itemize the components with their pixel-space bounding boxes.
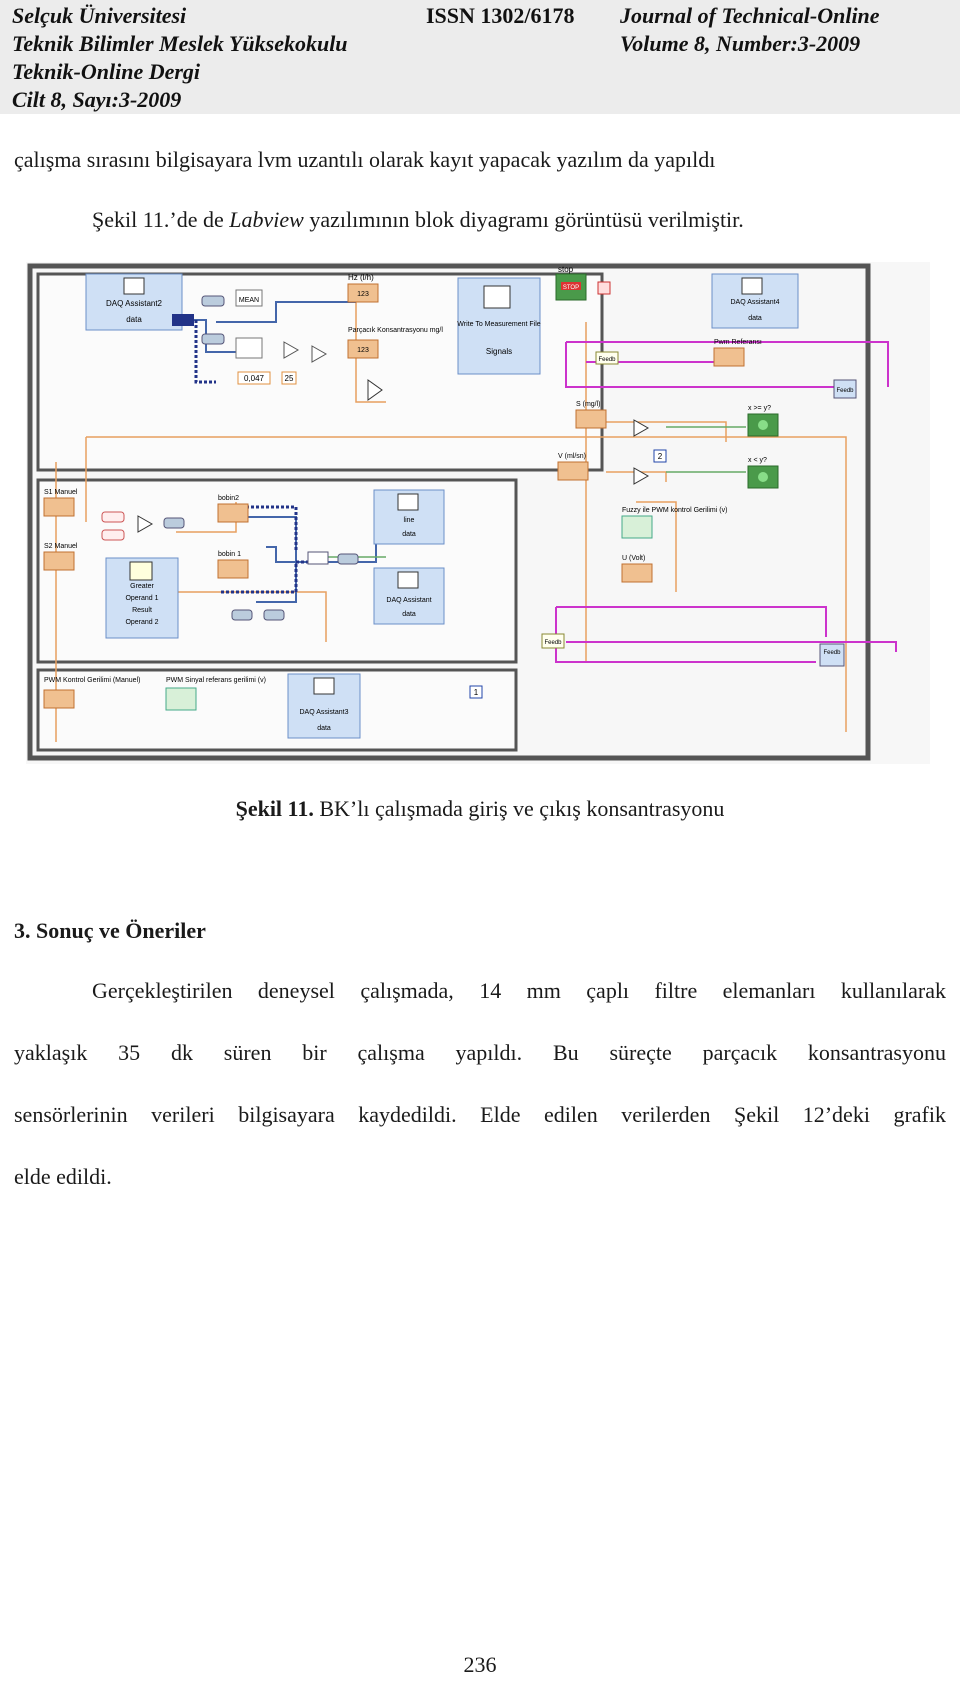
daq-data: data	[402, 611, 416, 618]
daq-title: DAQ Assistant	[386, 597, 431, 604]
stop-label: stop	[558, 265, 574, 274]
pwm-manual-label: PWM Kontrol Gerilimi (Manuel)	[44, 677, 140, 684]
figure-ref-text-end: yazılımının blok diyagramı görüntüsü ver…	[303, 207, 744, 232]
paragraph-line-2: yaklaşık 35 dk süren bir çalışma yapıldı…	[14, 1040, 946, 1065]
result: Result	[132, 607, 152, 614]
outer-while-loop	[27, 263, 871, 761]
figure-ref-labview: Labview	[229, 207, 304, 232]
hz-label: Hz (l/h)	[348, 273, 374, 282]
feedback-3: Feedb	[544, 640, 562, 646]
block-diagram-svg: DAQ Assistant2 data MEAN 0,047 25 Hz (l/…	[26, 262, 930, 764]
frame-bottom	[36, 668, 518, 752]
figure-reference: Şekil 11.’de de Labview yazılımının blok…	[92, 207, 744, 233]
const-1: 1	[474, 688, 479, 697]
const-2: 2	[658, 452, 663, 461]
const-25: 25	[285, 374, 294, 383]
write-signals: Signals	[486, 347, 512, 356]
journal-header: Selçuk Üniversitesi Teknik Bilimler Mesl…	[0, 0, 960, 114]
feedback-1: Feedb	[598, 357, 616, 363]
bobin2-label: bobin2	[218, 495, 239, 502]
s2-label: S2 Manuel	[44, 543, 78, 550]
fuzzy-label: Fuzzy ile PWM kontrol Gerilimi (v)	[622, 507, 727, 514]
s-mgl-label: S (mg/l)	[576, 401, 601, 408]
u-volt-label: U (Volt)	[622, 555, 645, 562]
header-university: Selçuk Üniversitesi	[12, 3, 187, 28]
operand1: Operand 1	[125, 595, 158, 602]
mean-node: MEAN	[239, 297, 259, 304]
section-heading: 3. Sonuç ve Öneriler	[14, 918, 206, 943]
figure-ref-text: Şekil 11.’de de	[92, 207, 230, 232]
v-mlsn-label: V (ml/sn)	[558, 453, 586, 460]
labview-block-diagram: DAQ Assistant2 data MEAN 0,047 25 Hz (l/…	[26, 262, 930, 764]
paragraph-line-1: Gerçekleştirilen deneysel çalışmada, 14 …	[92, 978, 946, 1003]
daq3-data: data	[317, 725, 331, 732]
feedback-2: Feedb	[836, 388, 854, 394]
page-number: 236	[463, 1652, 497, 1677]
figure-caption: Şekil 11. BK’lı çalışmada giriş ve çıkış…	[0, 796, 960, 822]
header-journal-tr: Teknik-Online Dergi	[12, 59, 201, 84]
greater-title: Greater	[130, 583, 154, 590]
caption-label: Şekil 11.	[235, 796, 314, 821]
header-school: Teknik Bilimler Meslek Yüksekokulu	[12, 31, 348, 56]
header-issn: ISSN 1302/6178	[426, 3, 575, 28]
x-lt-y-label: x < y?	[748, 457, 767, 464]
line-title: line	[404, 517, 415, 524]
header-volume-en: Volume 8, Number:3-2009	[620, 31, 861, 56]
header-volume-tr: Cilt 8, Sayı:3-2009	[12, 87, 182, 112]
particle-num: 123	[357, 347, 369, 354]
caption-text: BK’lı çalışmada giriş ve çıkış konsantra…	[313, 796, 725, 821]
s1-label: S1 Manuel	[44, 489, 78, 496]
hz-num: 123	[357, 291, 369, 298]
header-journal-en: Journal of Technical-Online	[620, 3, 880, 28]
const-0047: 0,047	[244, 374, 265, 383]
bobin1-label: bobin 1	[218, 551, 241, 558]
feedback-4: Feedb	[823, 650, 841, 656]
conclusion-paragraph: Gerçekleştirilen deneysel çalışmada, 14 …	[14, 976, 946, 1192]
line-data: data	[402, 531, 416, 538]
operand2: Operand 2	[125, 619, 158, 626]
stop-value: STOP	[563, 285, 579, 291]
daq3-title: DAQ Assistant3	[299, 709, 348, 716]
daq4-title: DAQ Assistant4	[730, 299, 779, 306]
pwm-sinyal-label: PWM Sinyal referans gerilimi (v)	[166, 677, 266, 684]
paragraph-line-3: sensörlerinin verileri bilgisayara kayde…	[14, 1102, 946, 1127]
daq4-data: data	[748, 315, 762, 322]
paragraph-line-4: elde edildi.	[14, 1164, 112, 1189]
write-title: Write To Measurement File	[457, 321, 540, 328]
daq2-title: DAQ Assistant2	[106, 299, 163, 308]
intro-line: çalışma sırasını bilgisayara lvm uzantıl…	[14, 147, 716, 172]
particle-label: Parçacık Konsantrasyonu mg/l	[348, 327, 443, 334]
daq2-data: data	[126, 315, 142, 324]
pwm-ref-label: Pwm Referansı	[714, 339, 762, 346]
x-ge-y-label: x >= y?	[748, 405, 771, 412]
